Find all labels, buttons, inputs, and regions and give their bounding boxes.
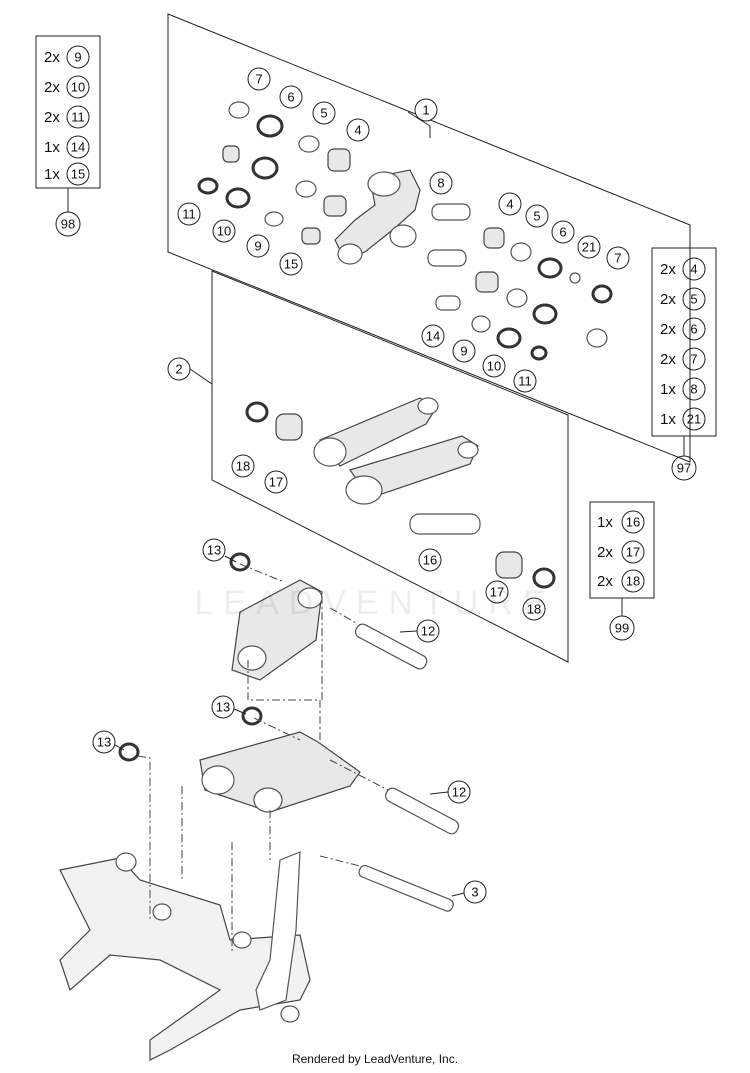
callout: 13	[207, 543, 221, 558]
bearing-set-panel-1	[197, 101, 613, 361]
kit-number-99: 99	[615, 621, 629, 636]
kit98-qty: 1x	[44, 166, 60, 183]
callouts	[92, 67, 630, 904]
callout-leaders	[114, 555, 465, 897]
kit97-qty: 2x	[660, 261, 676, 278]
watermark: LEADVENTURE	[194, 584, 556, 622]
callout: 9	[254, 239, 261, 254]
callout: 12	[421, 624, 435, 639]
callout: 7	[614, 251, 621, 266]
kit99-qty: 2x	[597, 544, 613, 561]
callout: 21	[582, 240, 596, 255]
kit-number-98: 98	[61, 217, 75, 232]
kit97-part: 7	[690, 352, 697, 367]
footer-credit: Rendered by LeadVenture, Inc.	[291, 1052, 459, 1066]
kit97-qty: 2x	[660, 351, 676, 368]
panel-kit-2	[211, 270, 569, 663]
kit99-part: 18	[626, 574, 640, 589]
callout: 18	[236, 459, 250, 474]
kit99-qty: 1x	[597, 514, 613, 531]
kit99-qty: 2x	[597, 573, 613, 590]
callout: 8	[437, 176, 444, 191]
callout: 17	[269, 475, 283, 490]
kit97-qty: 1x	[660, 411, 676, 428]
kit-box-99: 99 1x 16 2x 17 2x 18	[589, 501, 655, 641]
callout: 10	[487, 359, 501, 374]
assembled-linkage	[118, 552, 460, 912]
callout: 6	[559, 225, 566, 240]
callout: 17	[490, 585, 504, 600]
callout: 9	[460, 344, 467, 359]
link-lever-1	[334, 169, 421, 265]
kit97-qty: 1x	[660, 381, 676, 398]
kit98-part: 9	[74, 50, 81, 65]
assembly-lines	[137, 563, 389, 952]
callout: 6	[287, 90, 294, 105]
kit97-part: 21	[687, 412, 701, 427]
callout: 14	[426, 329, 440, 344]
kit98-part: 11	[71, 110, 85, 125]
kit-number-97: 97	[677, 461, 691, 476]
callout: 4	[506, 197, 513, 212]
kit99-part: 16	[626, 515, 640, 530]
kit97-part: 4	[690, 262, 697, 277]
frame-section	[59, 851, 311, 1061]
kit98-qty: 2x	[44, 79, 60, 96]
kit97-qty: 2x	[660, 291, 676, 308]
callout: 13	[216, 700, 230, 715]
callout: 13	[97, 735, 111, 750]
kit97-part: 8	[690, 382, 697, 397]
kit-box-98: 98 2x 9 2x 10 2x 11 1x 14 1x 15	[35, 35, 101, 237]
callout: 15	[284, 257, 298, 272]
kit99-part: 17	[626, 545, 640, 560]
callout: 10	[217, 224, 231, 239]
panel-kit-1	[167, 13, 691, 463]
callout: 7	[255, 72, 262, 87]
kit98-part: 15	[71, 167, 85, 182]
callout: 3	[471, 885, 478, 900]
callout: 16	[423, 553, 437, 568]
kit97-part: 5	[690, 292, 697, 307]
callout: 1	[422, 103, 429, 118]
kit-box-97: 97 2x 4 2x 5 2x 6 2x 7 1x 8 1x 21	[651, 247, 717, 481]
callout: 18	[527, 602, 541, 617]
callout: 4	[354, 123, 361, 138]
callout-labels: 7 6 5 4 1 11 10 9 15 8 4 5 6 21 7 14 9 1…	[97, 72, 622, 900]
callout: 11	[518, 374, 532, 389]
kit97-part: 6	[690, 322, 697, 337]
kit98-qty: 1x	[44, 139, 60, 156]
link-arm-2	[245, 397, 556, 589]
callout: 2	[175, 362, 182, 377]
kit98-part: 14	[71, 140, 85, 155]
kit97-qty: 2x	[660, 321, 676, 338]
kit98-qty: 2x	[44, 49, 60, 66]
callout: 5	[320, 106, 327, 121]
callout: 11	[182, 207, 196, 222]
callout: 12	[452, 785, 466, 800]
callout: 5	[533, 209, 540, 224]
kit98-qty: 2x	[44, 109, 60, 126]
kit98-part: 10	[71, 80, 85, 95]
